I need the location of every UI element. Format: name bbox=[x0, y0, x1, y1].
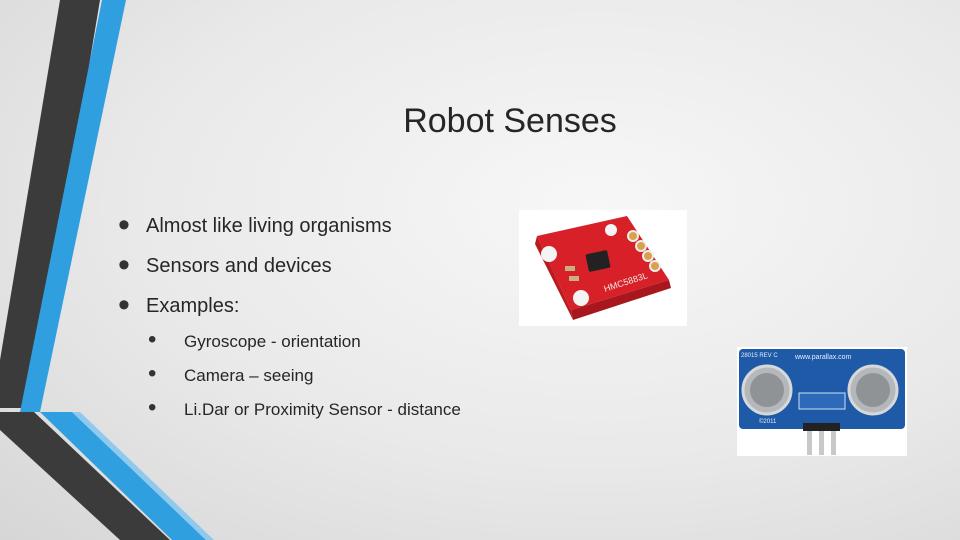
blue-band-vertical bbox=[20, 0, 126, 412]
bullet-dot: • bbox=[148, 360, 157, 387]
bullet-text: Examples: bbox=[146, 295, 240, 317]
magnetometer-board-image: HMC5883L bbox=[519, 210, 687, 326]
sensor-url: www.parallax.com bbox=[794, 354, 852, 361]
bullet-item: • Sensors and devices bbox=[118, 248, 392, 288]
sensor-year: ©2011 bbox=[759, 418, 777, 425]
blue-light-sliver bbox=[72, 412, 214, 540]
bullet-item: • Examples: bbox=[118, 288, 392, 328]
bullet-item: • Almost like living organisms bbox=[118, 208, 392, 248]
bullet-list: • Almost like living organisms • Sensors… bbox=[118, 208, 392, 328]
bullet-dot: • bbox=[148, 326, 157, 353]
dark-band-vertical bbox=[0, 0, 100, 408]
bullet-dot: • bbox=[118, 286, 130, 324]
bullet-dot: • bbox=[148, 394, 157, 421]
sub-bullet-item: • Li.Dar or Proximity Sensor - distance bbox=[148, 394, 461, 428]
dark-band-lower bbox=[0, 412, 170, 540]
sub-bullet-text: Camera – seeing bbox=[184, 366, 314, 385]
sensor-model: 28015 REV C bbox=[741, 353, 778, 359]
blue-band-lower bbox=[40, 412, 206, 540]
bullet-text: Sensors and devices bbox=[146, 255, 332, 277]
sub-bullet-item: • Gyroscope - orientation bbox=[148, 326, 461, 360]
bullet-dot: • bbox=[118, 246, 130, 284]
sub-bullet-item: • Camera – seeing bbox=[148, 360, 461, 394]
bullet-dot: • bbox=[118, 206, 130, 244]
sub-bullet-list: • Gyroscope - orientation • Camera – see… bbox=[148, 326, 461, 428]
sub-bullet-text: Li.Dar or Proximity Sensor - distance bbox=[184, 400, 461, 419]
bullet-text: Almost like living organisms bbox=[146, 215, 392, 237]
slide-title: Robot Senses bbox=[403, 102, 617, 140]
sub-bullet-text: Gyroscope - orientation bbox=[184, 332, 361, 351]
ultrasonic-sensor-image: www.parallax.com 28015 REV C ©2011 bbox=[737, 347, 907, 456]
